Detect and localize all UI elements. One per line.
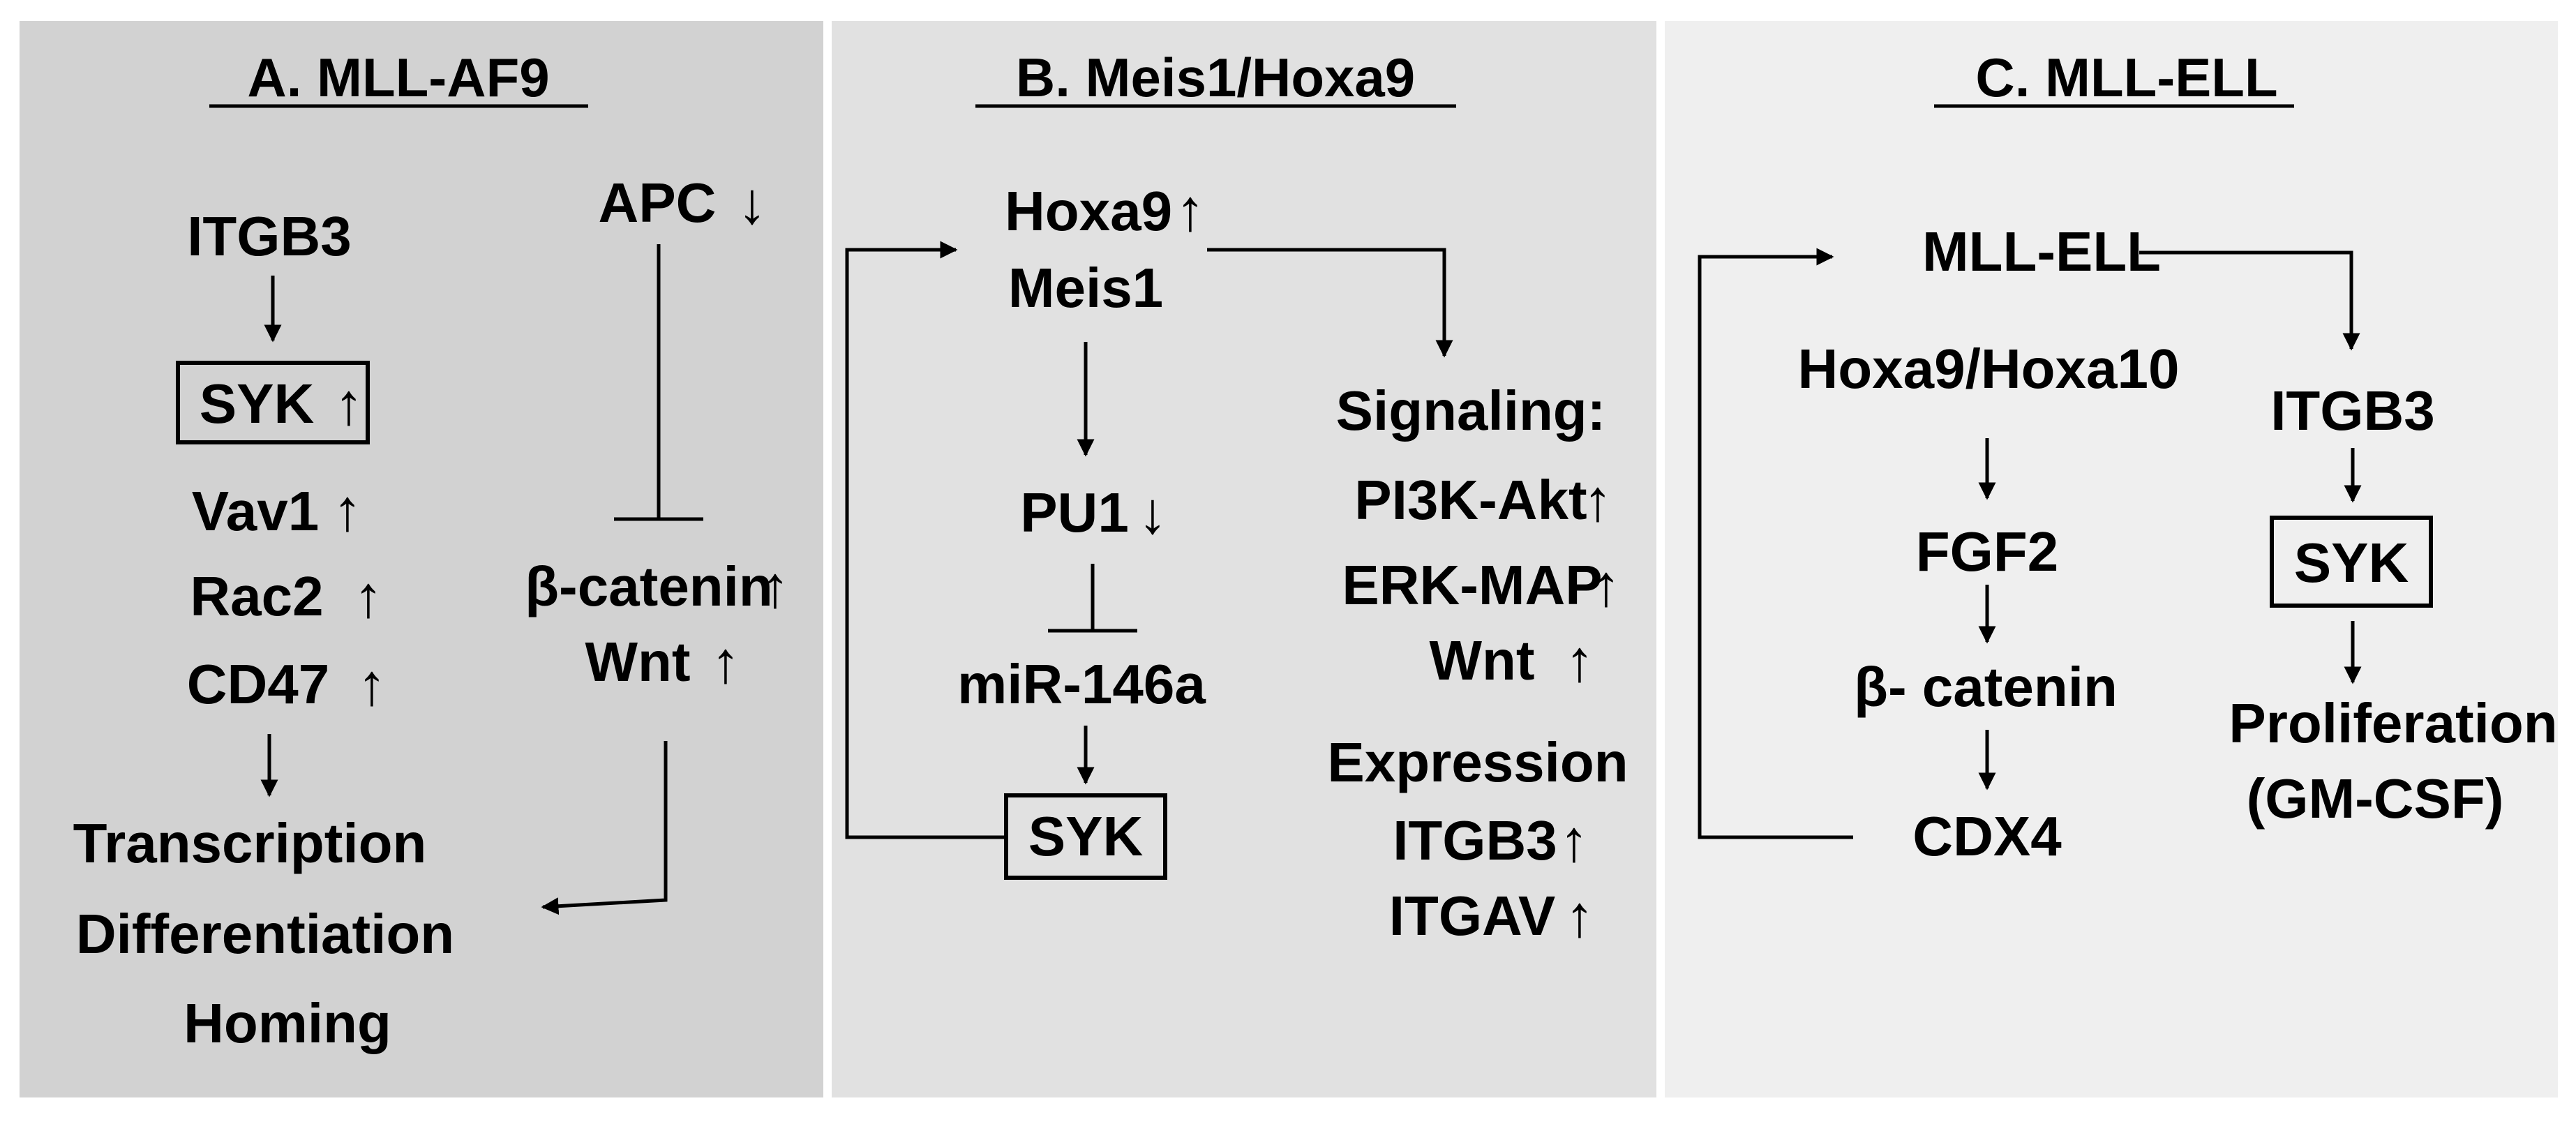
panel-c-gm-csf-label: (GM-CSF) bbox=[2247, 767, 2504, 830]
panel-b-wnt-up-arrow: ↑ bbox=[1565, 628, 1594, 694]
panel-c-fgf2-label: FGF2 bbox=[1916, 520, 2058, 583]
panel-a-syk-up-arrow: ↑ bbox=[334, 371, 364, 437]
panel-a-beta-catenin-label: β-catenin bbox=[525, 555, 773, 617]
panel-a-beta-catenin-up-arrow: ↑ bbox=[761, 554, 790, 620]
panel-b-syk-label: SYK bbox=[1028, 805, 1144, 867]
panel-b-hoxa9-up-arrow: ↑ bbox=[1176, 177, 1205, 243]
panel-a-vav1-label: Vav1 bbox=[192, 480, 319, 542]
panel-c-syk-label: SYK bbox=[2294, 532, 2409, 594]
panel-b-itgb3-label: ITGB3 bbox=[1393, 809, 1557, 871]
panel-b-pu1-down-arrow: ↓ bbox=[1138, 480, 1167, 546]
panel-a-vav1-up-arrow: ↑ bbox=[333, 477, 362, 543]
panel-b-erk-map-up-arrow: ↑ bbox=[1592, 553, 1621, 618]
panel-a-wnt-label: Wnt bbox=[585, 631, 690, 693]
panel-a-itgb3-label: ITGB3 bbox=[187, 205, 352, 267]
panel-a-differentiation-label: Differentiation bbox=[76, 903, 454, 965]
panel-c-mll-ell-to-itgb3-arrow bbox=[2139, 250, 2360, 351]
panel-a-wnt-up-arrow: ↑ bbox=[711, 629, 740, 695]
panel-b-itgav-up-arrow: ↑ bbox=[1565, 883, 1594, 949]
panel-a-syk-label: SYK bbox=[200, 373, 315, 435]
panel-c-proliferation-label: Proliferation bbox=[2229, 692, 2557, 754]
panel-c-title: C. MLL-ELL bbox=[1975, 47, 2277, 108]
panel-b-pu1-label: PU1 bbox=[1020, 481, 1129, 544]
panel-a-apc-label: APC bbox=[599, 172, 717, 234]
panel-a-rac2-up-arrow: ↑ bbox=[354, 564, 383, 629]
panel-a-cd47-label: CD47 bbox=[187, 653, 330, 715]
panel-a-transcription-label: Transcription bbox=[73, 812, 427, 874]
panel-b-syk-feedback-arrow bbox=[845, 241, 1006, 839]
panel-b-hoxa9-to-signaling-arrow bbox=[1207, 248, 1453, 358]
panel-a-apc-down-arrow: ↓ bbox=[737, 170, 767, 236]
panel-b-pi3k-akt-label: PI3K-Akt bbox=[1354, 469, 1587, 531]
panel-c-mll-ell-label: MLL-ELL bbox=[1922, 220, 2161, 283]
panel-c-syk-box bbox=[2270, 516, 2433, 608]
panel-a-syk-box bbox=[176, 361, 370, 444]
panel-b-itgb3-up-arrow: ↑ bbox=[1559, 808, 1589, 874]
panel-a-background bbox=[20, 21, 823, 1097]
panel-b-hoxa9-label: Hoxa9 bbox=[1005, 180, 1172, 242]
panel-c-cdx4-label: CDX4 bbox=[1912, 805, 2062, 867]
panel-c-cdx4-feedback-arrow bbox=[1698, 248, 1853, 839]
panel-c-beta-catenin-label: β- catenin bbox=[1854, 656, 2118, 718]
panel-b-erk-map-label: ERK-MAP bbox=[1342, 554, 1602, 616]
panel-c-itgb3-label: ITGB3 bbox=[2270, 380, 2435, 442]
panel-b-meis1-label: Meis1 bbox=[1008, 257, 1163, 319]
panel-a: A. MLL-AF9 ITGB3 SYK ↑ Vav1 ↑ Rac2 ↑ CD4… bbox=[73, 47, 790, 1054]
panel-b-wnt-label: Wnt bbox=[1429, 629, 1534, 691]
panel-b-background bbox=[832, 21, 1656, 1097]
panel-b: B. Meis1/Hoxa9 Hoxa9 ↑ Meis1 PU1 ↓ miR-1… bbox=[845, 47, 1628, 949]
panel-b-mir146a-label: miR-146a bbox=[957, 653, 1206, 715]
panel-a-title: A. MLL-AF9 bbox=[247, 47, 549, 108]
panel-a-homing-label: Homing bbox=[184, 992, 391, 1054]
panel-b-pi3k-akt-up-arrow: ↑ bbox=[1583, 467, 1612, 533]
panel-b-signaling-label: Signaling: bbox=[1336, 380, 1606, 442]
panel-c-background bbox=[1665, 21, 2558, 1097]
panel-b-title: B. Meis1/Hoxa9 bbox=[1016, 47, 1415, 108]
panel-b-itgav-label: ITGAV bbox=[1389, 885, 1556, 947]
panel-c-hoxa9-hoxa10-label: Hoxa9/Hoxa10 bbox=[1798, 338, 2180, 400]
panel-a-cd47-up-arrow: ↑ bbox=[357, 652, 387, 717]
panel-a-rac2-label: Rac2 bbox=[190, 565, 323, 627]
panel-a-wnt-to-transcription-arrow bbox=[541, 741, 668, 915]
panel-b-expression-label: Expression bbox=[1327, 731, 1628, 793]
panel-c: C. MLL-ELL MLL-ELL Hoxa9/Hoxa10 FGF2 β- … bbox=[1698, 47, 2558, 867]
